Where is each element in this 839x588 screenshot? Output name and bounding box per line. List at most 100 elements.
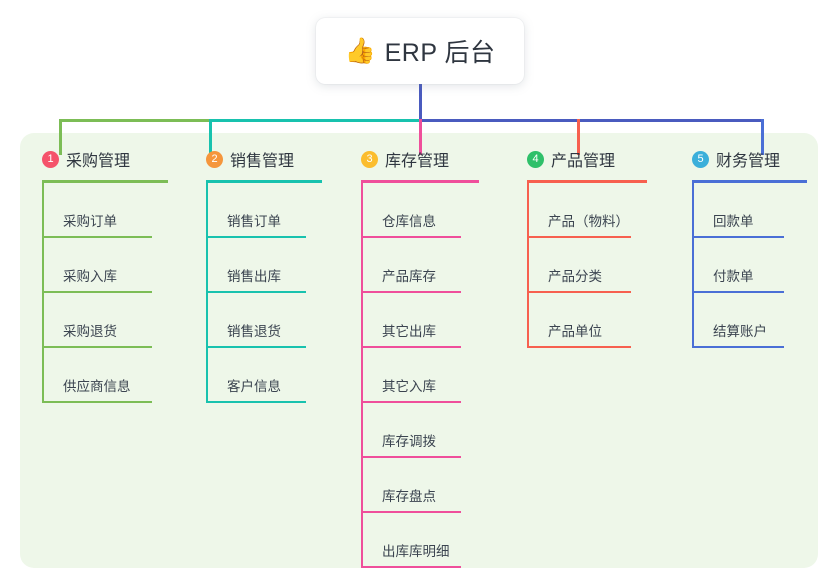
branch-item[interactable]: 库存调拨 [361,403,479,458]
branch-underline [42,180,168,183]
branch-badge-2: 2 [206,150,223,168]
branch-title: 销售管理 [230,153,295,170]
branch-item[interactable]: 采购入库 [42,238,170,293]
branch-item-label: 客户信息 [227,379,281,394]
branch-spine [692,183,694,348]
branch-item-rule [42,346,152,348]
branch-column-3: 3 库存管理仓库信息产品库存其它出库其它入库库存调拨库存盘点出库库明细 [361,133,479,568]
branch-title: 财务管理 [716,153,781,170]
branch-item[interactable]: 其它出库 [361,293,479,348]
branch-item[interactable]: 产品分类 [527,238,649,293]
connector-drop-5 [761,119,764,155]
diagram-panel [20,133,818,568]
connector-drop-1 [59,119,62,155]
branch-item[interactable]: 回款单 [692,183,802,238]
branch-item[interactable]: 产品单位 [527,293,649,348]
branch-header-1[interactable]: 1 采购管理 [42,133,170,175]
connector-drop-3 [419,119,422,155]
branch-spine [206,183,208,403]
branch-header-5[interactable]: 5 财务管理 [692,133,802,175]
branch-item-label: 产品分类 [548,269,602,284]
branch-item-rule [361,566,461,568]
branch-column-4: 4 产品管理产品（物料） 产品分类产品单位 [527,133,649,348]
branch-item-rule [42,291,152,293]
branch-item[interactable]: 产品库存 [361,238,479,293]
branch-item[interactable]: 付款单 [692,238,802,293]
branch-item-rule [361,456,461,458]
branch-item-rule [527,346,631,348]
branch-item-label: 付款单 [713,269,754,284]
branch-items: 回款单付款单结算账户 [692,183,802,348]
branch-items: 产品（物料） 产品分类产品单位 [527,183,649,348]
branch-item-label: 产品单位 [548,324,602,339]
branch-item[interactable]: 销售出库 [206,238,324,293]
branch-badge-4: 4 [527,150,544,168]
branch-underline [206,180,322,183]
branch-item-label: 库存盘点 [382,489,436,504]
branch-item-rule [206,291,306,293]
branch-spine [42,183,44,403]
branch-badge-1: 1 [42,150,59,168]
branch-items: 销售订单销售出库销售退货客户信息 [206,183,324,403]
branch-underline [527,180,647,183]
branch-items: 采购订单采购入库采购退货供应商信息 [42,183,170,403]
branch-item-label: 销售退货 [227,324,281,339]
branch-item-label: 采购订单 [63,214,117,229]
branch-spine [361,183,363,568]
branch-item-rule [206,401,306,403]
branch-item[interactable]: 采购订单 [42,183,170,238]
branch-item-rule [692,291,784,293]
branch-item-rule [206,236,306,238]
branch-items: 仓库信息产品库存其它出库其它入库库存调拨库存盘点出库库明细 [361,183,479,568]
branch-item-rule [361,401,461,403]
branch-item-label: 供应商信息 [63,379,131,394]
branch-item[interactable]: 供应商信息 [42,348,170,403]
branch-badge-5: 5 [692,150,709,168]
branch-header-3[interactable]: 3 库存管理 [361,133,479,175]
branch-item[interactable]: 销售退货 [206,293,324,348]
branch-item-label: 采购退货 [63,324,117,339]
branch-item[interactable]: 客户信息 [206,348,324,403]
root-node-title: ERP 后台 [384,39,496,67]
branch-column-1: 1 采购管理采购订单采购入库采购退货供应商信息 [42,133,170,403]
branch-item-rule [692,346,784,348]
branch-item[interactable]: 产品（物料） [527,183,649,238]
branch-item[interactable]: 采购退货 [42,293,170,348]
branch-item[interactable]: 销售订单 [206,183,324,238]
branch-item-label: 销售出库 [227,269,281,284]
connector-drop-4 [577,119,580,155]
branch-item-rule [42,401,152,403]
branch-header-4[interactable]: 4 产品管理 [527,133,649,175]
branch-item-rule [692,236,784,238]
branch-item-label: 库存调拨 [382,434,436,449]
branch-item-label: 仓库信息 [382,214,436,229]
branch-item-rule [206,346,306,348]
branch-item-rule [361,291,461,293]
connector-drop-2 [209,119,212,155]
branch-spine [527,183,529,348]
branch-item-label: 其它出库 [382,324,436,339]
branch-item-label: 出库库明细 [382,544,450,559]
branch-item-rule [42,236,152,238]
branch-item[interactable]: 结算账户 [692,293,802,348]
branch-item-label: 产品库存 [382,269,436,284]
branch-item[interactable]: 其它入库 [361,348,479,403]
branch-item[interactable]: 仓库信息 [361,183,479,238]
branch-title: 库存管理 [385,153,450,170]
branch-item-label: 其它入库 [382,379,436,394]
branch-item-rule [361,511,461,513]
thumbs-up-icon: 👍 [344,36,376,65]
branch-title: 产品管理 [551,153,616,170]
branch-item-rule [361,346,461,348]
branch-item-label: 产品（物料） [548,214,629,229]
root-node[interactable]: 👍 ERP 后台 [316,18,524,84]
branch-item-label: 结算账户 [713,324,767,339]
branch-item-label: 销售订单 [227,214,281,229]
branch-item-rule [527,291,631,293]
branch-title: 采购管理 [66,153,131,170]
branch-item[interactable]: 出库库明细 [361,513,479,568]
branch-item[interactable]: 库存盘点 [361,458,479,513]
branch-badge-3: 3 [361,150,378,168]
branch-header-2[interactable]: 2 销售管理 [206,133,324,175]
branch-item-rule [361,236,461,238]
